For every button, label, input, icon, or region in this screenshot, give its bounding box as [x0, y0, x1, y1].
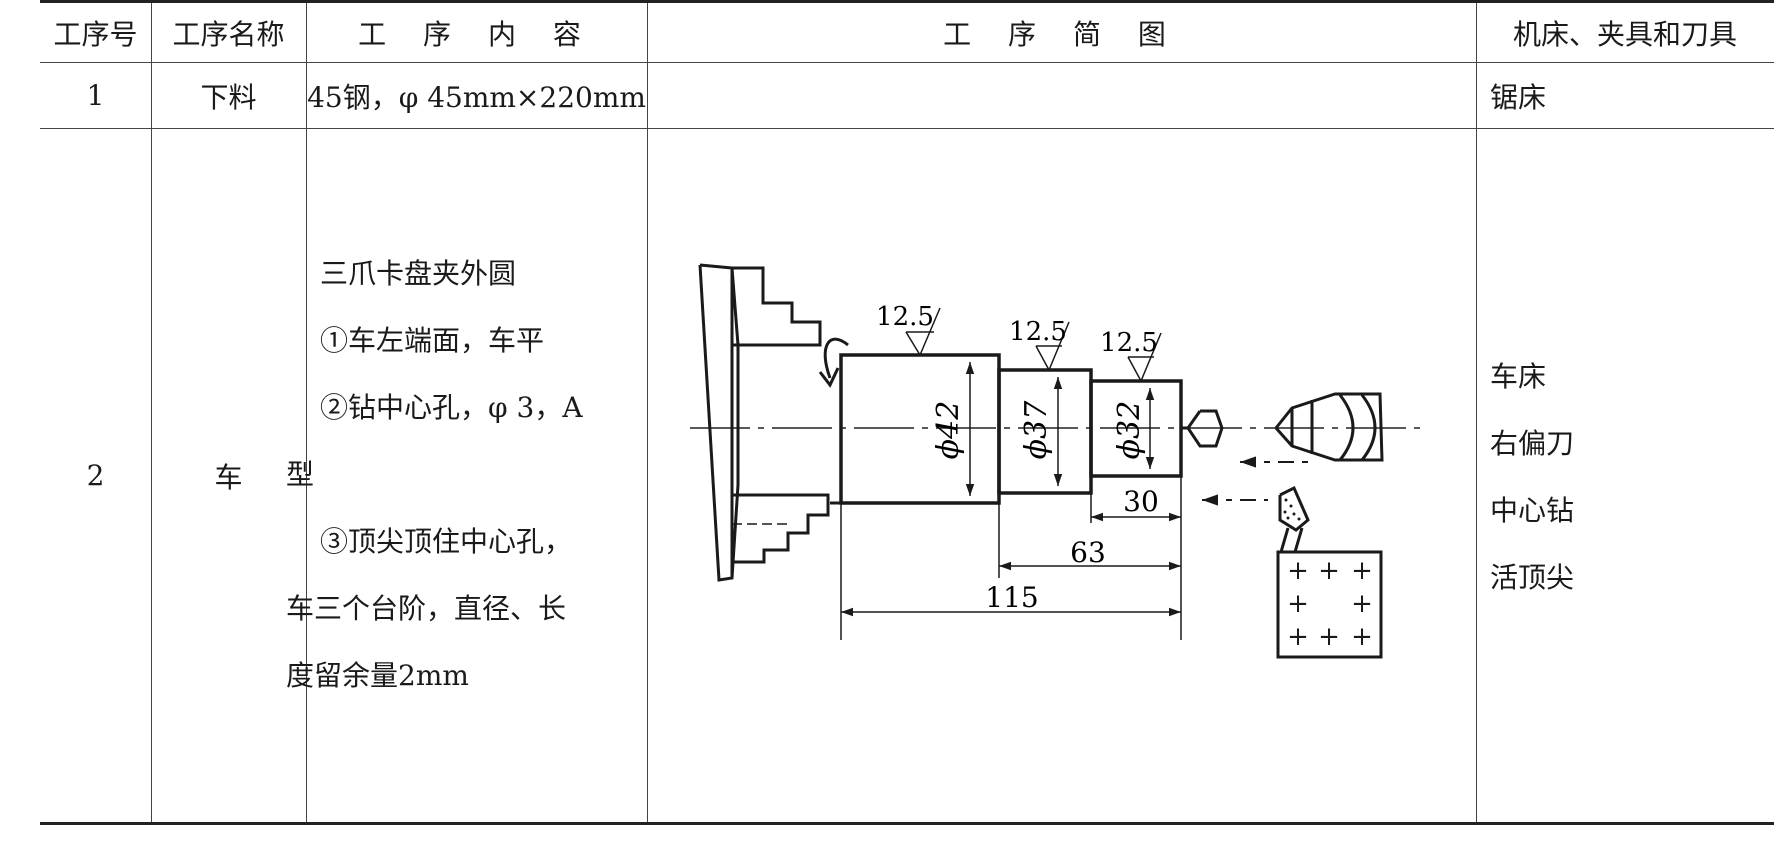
content-line: ②钻中心孔，φ 3，A: [320, 391, 583, 424]
equipment-line: 车床: [1490, 360, 1547, 393]
header-step-name: 工序名称: [172, 17, 285, 51]
table-bottom-rule: [40, 822, 1774, 825]
equipment-line: 活顶尖: [1490, 561, 1575, 594]
diameter-label: ϕ37: [1019, 400, 1054, 460]
content-line: 型: [286, 458, 315, 491]
diameter-label: ϕ32: [1112, 401, 1147, 460]
table-top-rule: [40, 0, 1774, 3]
row2-step-name: 车: [214, 460, 243, 494]
row1-step-name: 下料: [200, 80, 257, 114]
diameter-label: ϕ42: [931, 401, 966, 460]
roughness-symbols: [905, 307, 1162, 383]
column-divider: [151, 3, 152, 822]
content-line: ③顶尖顶住中心孔，: [320, 525, 573, 558]
tool-holder-crosses: +++ ++ +++: [1287, 556, 1373, 652]
svg-text:+: +: [1351, 622, 1373, 652]
svg-text:+: +: [1351, 589, 1373, 619]
row2-step-no: 2: [86, 459, 105, 492]
roughness-label: 12.5: [1100, 328, 1158, 358]
svg-text:+: +: [1287, 589, 1309, 619]
row1-content: 45钢，φ 45mm×220mm: [307, 80, 646, 114]
row1-step-no: 1: [86, 79, 105, 112]
row1-equipment: 锯床: [1490, 80, 1547, 114]
header-divider: [40, 62, 1774, 63]
roughness-label: 12.5: [876, 302, 934, 332]
center-drill-tip-icon: [1181, 409, 1224, 448]
turning-tool-icon: [1276, 485, 1383, 659]
svg-text:+: +: [1351, 556, 1373, 586]
header-sketch: 工 序 简 图: [943, 17, 1180, 51]
roughness-label: 12.5: [1009, 317, 1067, 347]
row2-content: 三爪卡盘夹外圆 ①车左端面，车平 ②钻中心孔，φ 3，A 型 ③顶尖顶住中心孔，…: [286, 240, 626, 709]
live-center-icon: [1274, 392, 1384, 462]
row2-equipment: 车床 右偏刀 中心钻 活顶尖: [1490, 343, 1574, 611]
tool-tip-dots: [1283, 498, 1301, 521]
length-label: 30: [1123, 485, 1159, 518]
row-divider: [40, 128, 1774, 129]
svg-text:+: +: [1318, 556, 1340, 586]
header-content: 工 序 内 容: [358, 17, 595, 51]
content-line: ①车左端面，车平: [320, 324, 545, 357]
header-step-no: 工序号: [53, 17, 138, 51]
column-divider: [1476, 3, 1477, 822]
svg-text:+: +: [1287, 556, 1309, 586]
column-divider: [647, 3, 648, 822]
process-table: [40, 0, 1774, 843]
content-line: 三爪卡盘夹外圆: [320, 257, 517, 290]
equipment-line: 中心钻: [1490, 494, 1575, 527]
svg-text:+: +: [1318, 622, 1340, 652]
header-equipment: 机床、夹具和刀具: [1512, 17, 1737, 51]
content-line: 度留余量2mm: [286, 659, 469, 692]
length-label: 63: [1070, 536, 1106, 569]
content-line: 车三个台阶，直径、长: [286, 592, 567, 625]
column-divider: [306, 3, 307, 822]
chuck-icon: [698, 263, 849, 582]
svg-text:+: +: [1287, 622, 1309, 652]
length-label: 115: [985, 581, 1038, 614]
equipment-line: 右偏刀: [1490, 427, 1575, 460]
